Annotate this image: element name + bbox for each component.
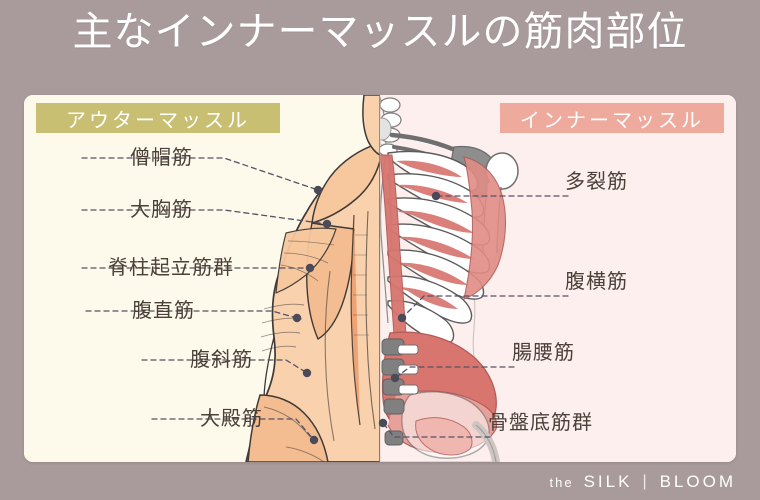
muscle-label-text: 腹横筋 — [565, 271, 628, 293]
muscle-label-text: 脊柱起立筋群 — [108, 257, 234, 279]
muscle-label-text: 僧帽筋 — [130, 147, 193, 169]
page-title: 主なインナーマッスルの筋肉部位 — [72, 9, 688, 54]
muscle-label-inner-1: 腹横筋 — [565, 272, 628, 296]
muscle-label-outer-1: 大胸筋 — [130, 200, 193, 224]
banner-inner-label: インナーマッスル — [520, 109, 704, 132]
banner-outer-label: アウターマッスル — [66, 109, 250, 132]
muscle-label-text: 腹直筋 — [132, 300, 195, 322]
logo-the: the — [549, 474, 574, 490]
muscle-label-inner-3: 骨盤底筋群 — [488, 413, 593, 437]
muscle-label-outer-3: 腹直筋 — [132, 301, 195, 325]
muscle-label-outer-2: 脊柱起立筋群 — [108, 258, 234, 282]
muscle-label-outer-4: 腹斜筋 — [190, 350, 253, 374]
muscle-label-text: 大殿筋 — [200, 408, 263, 430]
muscle-label-text: 大胸筋 — [130, 199, 193, 221]
inner-muscle-panel — [380, 95, 736, 462]
muscle-label-outer-5: 大殿筋 — [200, 409, 263, 433]
muscle-label-text: 腹斜筋 — [190, 349, 253, 371]
logo-bloom: BLOOM — [659, 472, 736, 491]
banner-inner-muscle: インナーマッスル — [500, 103, 724, 133]
illustration-card: アウターマッスル インナーマッスル 僧帽筋大胸筋脊柱起立筋群腹直筋腹斜筋大殿筋 多… — [24, 95, 736, 462]
muscle-label-text: 多裂筋 — [565, 171, 628, 193]
brand-logo: the SILK | BLOOM — [550, 472, 737, 492]
logo-separator: | — [642, 473, 650, 490]
logo-silk: SILK — [583, 472, 633, 491]
muscle-label-text: 骨盤底筋群 — [488, 412, 593, 434]
muscle-label-outer-0: 僧帽筋 — [130, 148, 193, 172]
muscle-label-inner-2: 腸腰筋 — [512, 343, 575, 367]
muscle-label-inner-0: 多裂筋 — [565, 172, 628, 196]
muscle-label-text: 腸腰筋 — [512, 342, 575, 364]
banner-outer-muscle: アウターマッスル — [36, 103, 280, 133]
